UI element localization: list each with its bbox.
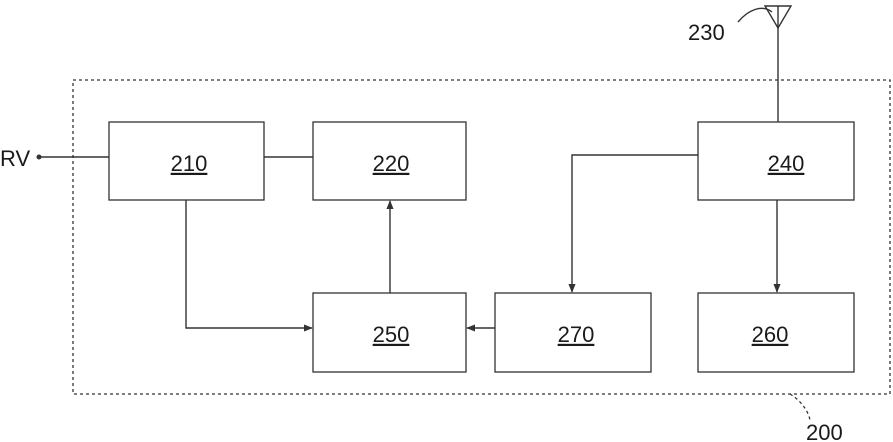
block-250: 250 — [313, 293, 466, 372]
block-210: 210 — [109, 122, 264, 200]
block-220: 220 — [313, 122, 466, 200]
block-260-label: 260 — [752, 322, 789, 347]
block-240: 240 — [698, 122, 854, 200]
arrow-210-to-250 — [186, 200, 312, 328]
block-250-label: 250 — [373, 322, 410, 347]
arrow-240-to-270 — [572, 155, 698, 292]
input-label: RV — [0, 146, 30, 171]
block-220-label: 220 — [373, 151, 410, 176]
container-label: 200 — [806, 420, 843, 442]
block-270-label: 270 — [558, 322, 595, 347]
block-240-label: 240 — [768, 151, 805, 176]
antenna-label: 230 — [688, 20, 725, 45]
block-270: 270 — [495, 293, 651, 372]
block-210-label: 210 — [171, 151, 208, 176]
container-leader-line — [790, 394, 810, 420]
block-260: 260 — [698, 293, 854, 372]
